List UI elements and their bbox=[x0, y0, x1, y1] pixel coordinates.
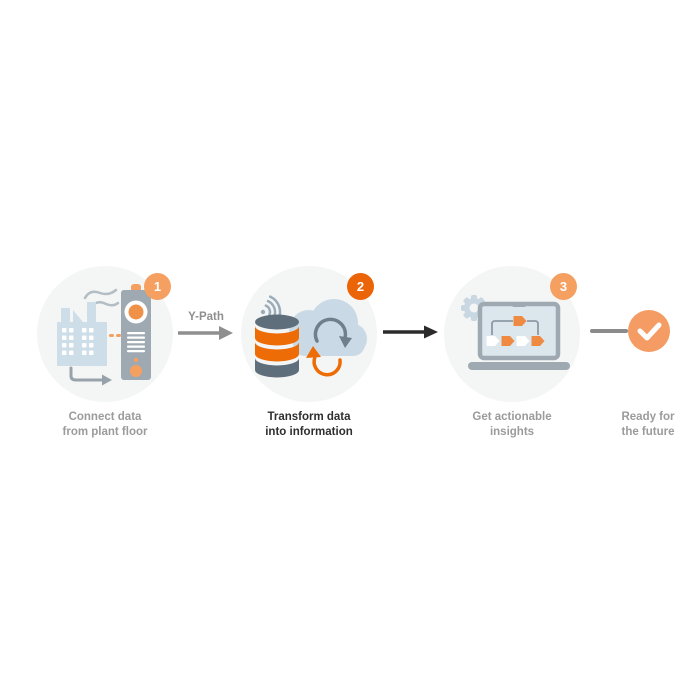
step-2-number: 2 bbox=[356, 279, 365, 294]
cloud-database-sync-icon bbox=[255, 295, 367, 378]
connector-line bbox=[590, 329, 628, 333]
step-2-label-line2: into information bbox=[265, 426, 353, 438]
step-3-badge: 3 bbox=[550, 273, 577, 300]
step-3-label-line1: Get actionable bbox=[472, 411, 552, 423]
step-1-label-line2: from plant floor bbox=[62, 426, 148, 438]
final-label: Ready for the future bbox=[598, 410, 698, 440]
final-label-line2: the future bbox=[621, 426, 675, 438]
step-2-badge: 2 bbox=[347, 273, 374, 300]
step-2-label-line1: Transform data bbox=[267, 411, 351, 423]
step-1-badge: 1 bbox=[144, 273, 171, 300]
connector-ypath-label: Y-Path bbox=[188, 311, 224, 323]
step-3-label: Get actionable insights bbox=[442, 410, 582, 440]
step-1-label-line1: Connect data bbox=[68, 411, 142, 423]
gray-arrow-icon bbox=[178, 326, 233, 340]
black-arrow-icon bbox=[383, 325, 438, 339]
step-1-number: 1 bbox=[153, 279, 162, 294]
step-2-label: Transform data into information bbox=[239, 410, 379, 440]
step-1-label: Connect data from plant floor bbox=[35, 410, 175, 440]
checkmark-icon bbox=[628, 310, 670, 352]
factory-plc-icon bbox=[57, 284, 151, 386]
laptop-analytics-icon bbox=[461, 295, 570, 370]
step-3-label-line2: insights bbox=[489, 426, 535, 438]
final-label-line1: Ready for bbox=[621, 411, 675, 423]
step-3-number: 3 bbox=[559, 279, 568, 294]
